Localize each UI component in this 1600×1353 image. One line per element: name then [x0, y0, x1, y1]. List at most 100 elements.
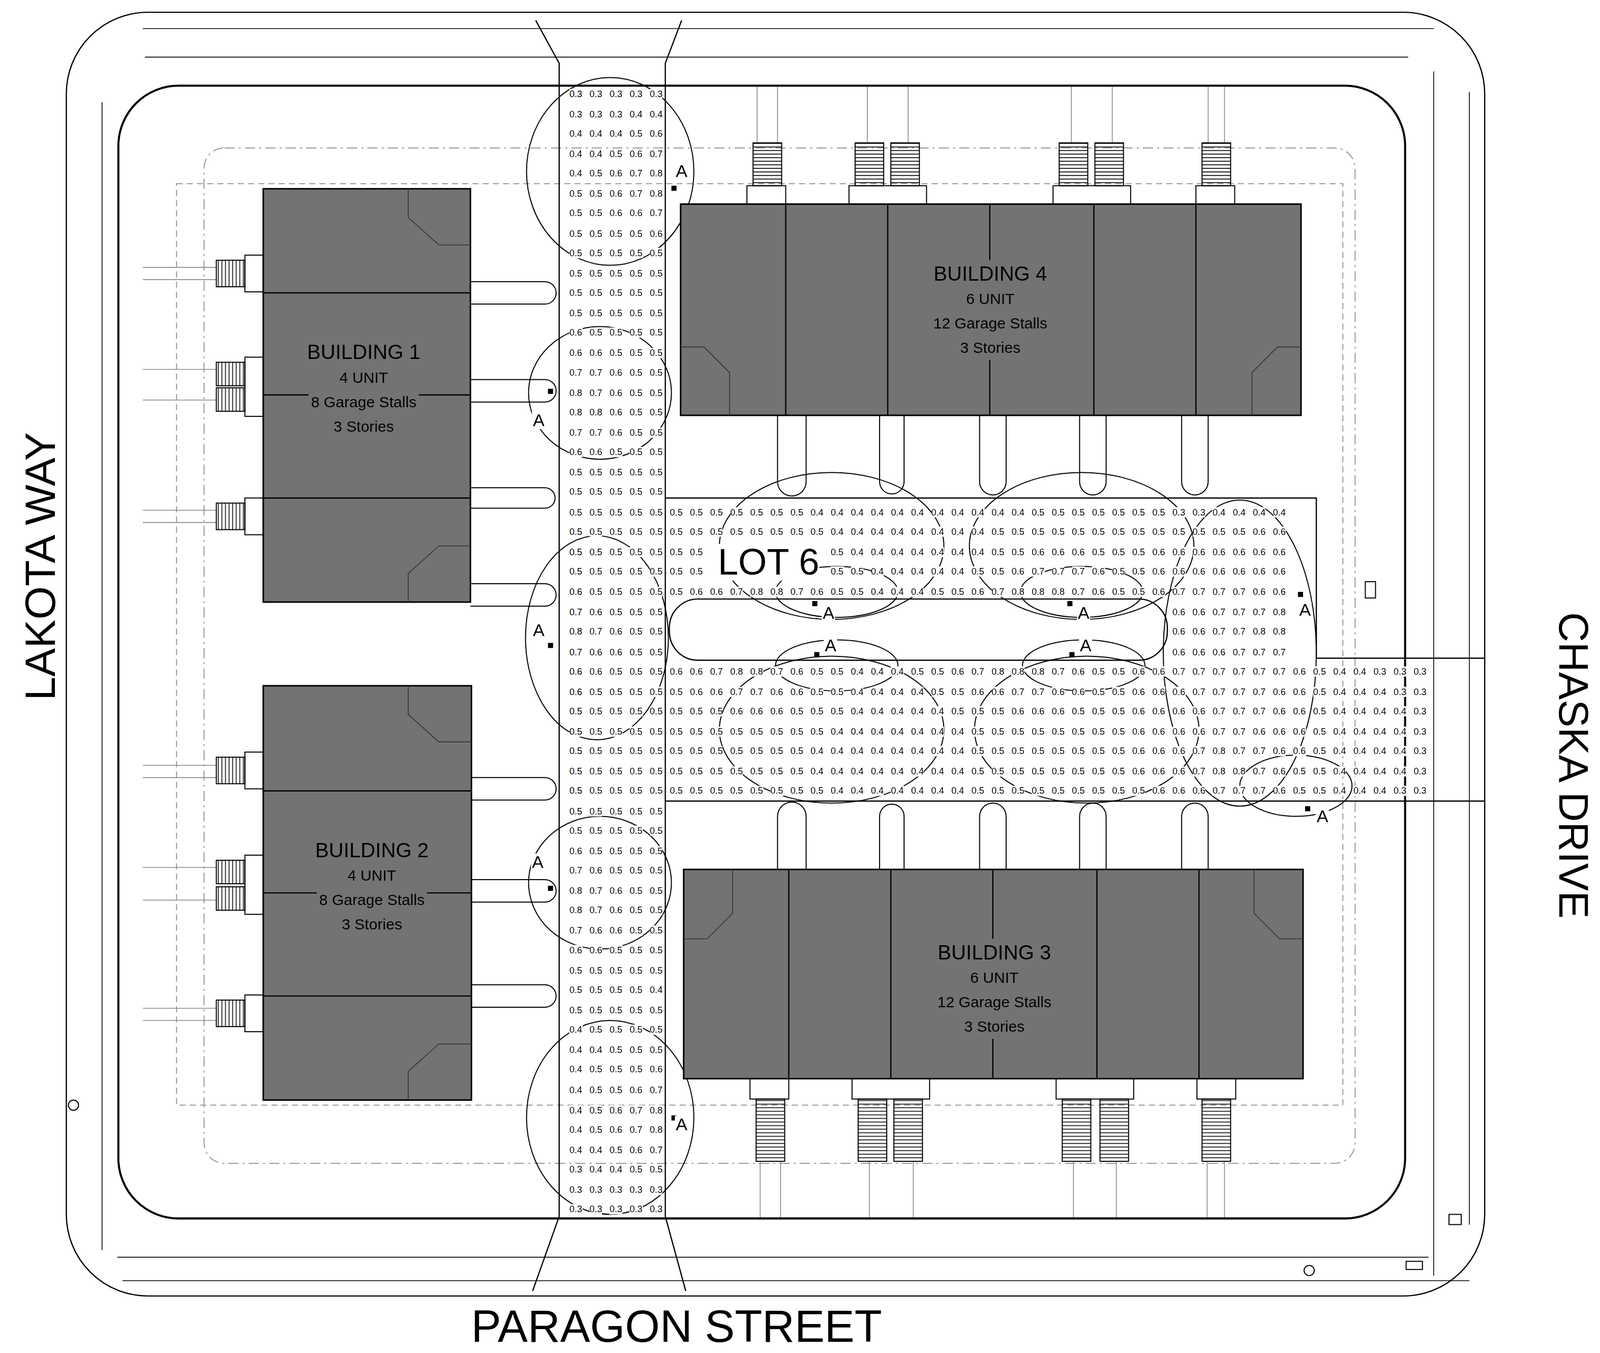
illuminance-value: 0.5	[649, 308, 663, 319]
illuminance-value: 0.6	[1031, 547, 1045, 558]
illuminance-value: 0.5	[589, 1005, 602, 1016]
illuminance-value: 0.5	[629, 745, 643, 757]
pole-label: A	[531, 411, 546, 430]
illuminance-value: 0.5	[770, 726, 783, 737]
illuminance-value: 0.6	[609, 407, 623, 418]
illuminance-value: 0.5	[1111, 586, 1125, 597]
illuminance-value: 0.6	[971, 586, 985, 597]
illuminance-value: 0.5	[1132, 566, 1145, 578]
illuminance-value: 0.4	[931, 506, 945, 518]
illuminance-value: 0.4	[891, 686, 904, 697]
illuminance-value: 0.6	[649, 228, 663, 239]
building-label-group: BUILDING 46 UNIT12 Garage Stalls3 Storie…	[931, 259, 1050, 360]
illuminance-value: 0.5	[569, 964, 583, 976]
illuminance-value: 0.6	[1152, 686, 1166, 697]
illuminance-value: 0.3	[1192, 506, 1206, 518]
illuminance-value: 0.5	[569, 825, 583, 836]
stoop	[245, 356, 264, 416]
illuminance-value: 0.4	[810, 745, 824, 757]
illuminance-value: 0.4	[609, 1164, 623, 1175]
illuminance-value: 0.3	[1413, 666, 1427, 677]
illuminance-value: 0.4	[1212, 506, 1226, 518]
illuminance-value: 0.5	[629, 566, 643, 578]
illuminance-value: 0.5	[589, 547, 602, 558]
illuminance-value: 0.4	[589, 148, 602, 159]
illuminance-value: 0.5	[609, 1044, 623, 1055]
illuminance-value: 0.6	[1132, 766, 1145, 777]
illuminance-value: 0.5	[609, 745, 623, 757]
illuminance-value: 0.5	[770, 786, 783, 797]
illuminance-value: 0.5	[830, 566, 844, 578]
illuminance-value: 0.6	[1292, 726, 1306, 737]
illuminance-value: 0.5	[609, 267, 623, 279]
illuminance-value: 0.6	[649, 128, 663, 139]
illuminance-value: 0.5	[1071, 527, 1085, 538]
illuminance-value: 0.7	[1252, 706, 1266, 717]
illuminance-value: 0.6	[629, 208, 643, 219]
illuminance-value: 0.5	[609, 686, 623, 697]
illuminance-value: 0.7	[1232, 586, 1246, 597]
illuminance-value: 0.6	[670, 666, 683, 677]
stair	[858, 1099, 887, 1162]
building-label-group: BUILDING 24 UNIT8 Garage Stalls3 Stories	[313, 836, 431, 937]
building-name: BUILDING 3	[935, 938, 1053, 965]
illuminance-value: 0.5	[649, 1044, 663, 1055]
illuminance-value: 0.5	[710, 527, 723, 538]
illuminance-value: 0.5	[649, 527, 663, 538]
illuminance-value: 0.4	[951, 527, 964, 538]
illuminance-value: 0.3	[589, 1184, 602, 1195]
illuminance-value: 0.6	[1273, 686, 1286, 697]
illuminance-value: 0.6	[1152, 726, 1166, 737]
illuminance-value: 0.5	[569, 287, 583, 298]
illuminance-value: 0.5	[790, 706, 804, 717]
illuminance-value: 0.5	[629, 367, 643, 378]
illuminance-value: 0.5	[569, 308, 583, 319]
illuminance-value: 0.5	[830, 666, 844, 677]
illuminance-value: 0.7	[1252, 786, 1266, 797]
illuminance-value: 0.6	[589, 925, 602, 936]
illuminance-value: 0.4	[911, 527, 924, 538]
illuminance-value: 0.7	[1212, 786, 1226, 797]
illuminance-value: 0.4	[911, 766, 924, 777]
building-info: 12 Garage Stalls	[931, 310, 1050, 336]
illuminance-value: 0.6	[770, 686, 783, 697]
illuminance-value: 0.5	[609, 487, 623, 498]
illuminance-value: 0.5	[1313, 666, 1326, 677]
illuminance-value: 0.5	[609, 825, 623, 836]
building-fill-group	[263, 188, 1304, 1100]
illuminance-value: 0.5	[971, 786, 985, 797]
illuminance-value: 0.3	[609, 108, 623, 119]
illuminance-value: 0.6	[569, 686, 583, 697]
illuminance-value: 0.5	[649, 925, 663, 936]
parking-island	[669, 598, 1168, 660]
pole-label: A	[1298, 601, 1313, 619]
illuminance-value: 0.6	[1152, 786, 1166, 797]
illuminance-value: 0.4	[951, 566, 964, 578]
illuminance-value: 0.5	[649, 1164, 663, 1175]
illuminance-value: 0.4	[1333, 706, 1346, 717]
illuminance-value: 0.7	[569, 606, 583, 617]
illuminance-value: 0.4	[931, 547, 945, 558]
illuminance-value: 0.6	[1252, 566, 1266, 578]
illuminance-value: 0.6	[1172, 706, 1186, 717]
illuminance-value: 0.5	[951, 686, 964, 697]
illuminance-value: 0.5	[830, 706, 844, 717]
illuminance-value: 0.5	[609, 1024, 623, 1036]
illuminance-value: 0.5	[991, 527, 1005, 538]
illuminance-value: 0.7	[629, 168, 643, 179]
setback-line	[176, 183, 1343, 1105]
illuminance-value: 0.5	[710, 745, 723, 757]
illuminance-value: 0.6	[1172, 745, 1186, 757]
illuminance-value: 0.5	[649, 686, 663, 697]
illuminance-value: 0.7	[750, 686, 764, 697]
illuminance-value: 0.4	[569, 1124, 583, 1135]
illuminance-value: 0.3	[1393, 786, 1407, 797]
illuminance-value: 0.6	[790, 686, 804, 697]
illuminance-value: 0.5	[670, 527, 683, 538]
illuminance-value: 0.5	[1313, 726, 1326, 737]
illuminance-value: 0.4	[870, 706, 884, 717]
illuminance-value: 0.5	[629, 606, 643, 617]
illuminance-value: 0.5	[629, 805, 643, 817]
illuminance-value: 0.6	[569, 347, 583, 358]
